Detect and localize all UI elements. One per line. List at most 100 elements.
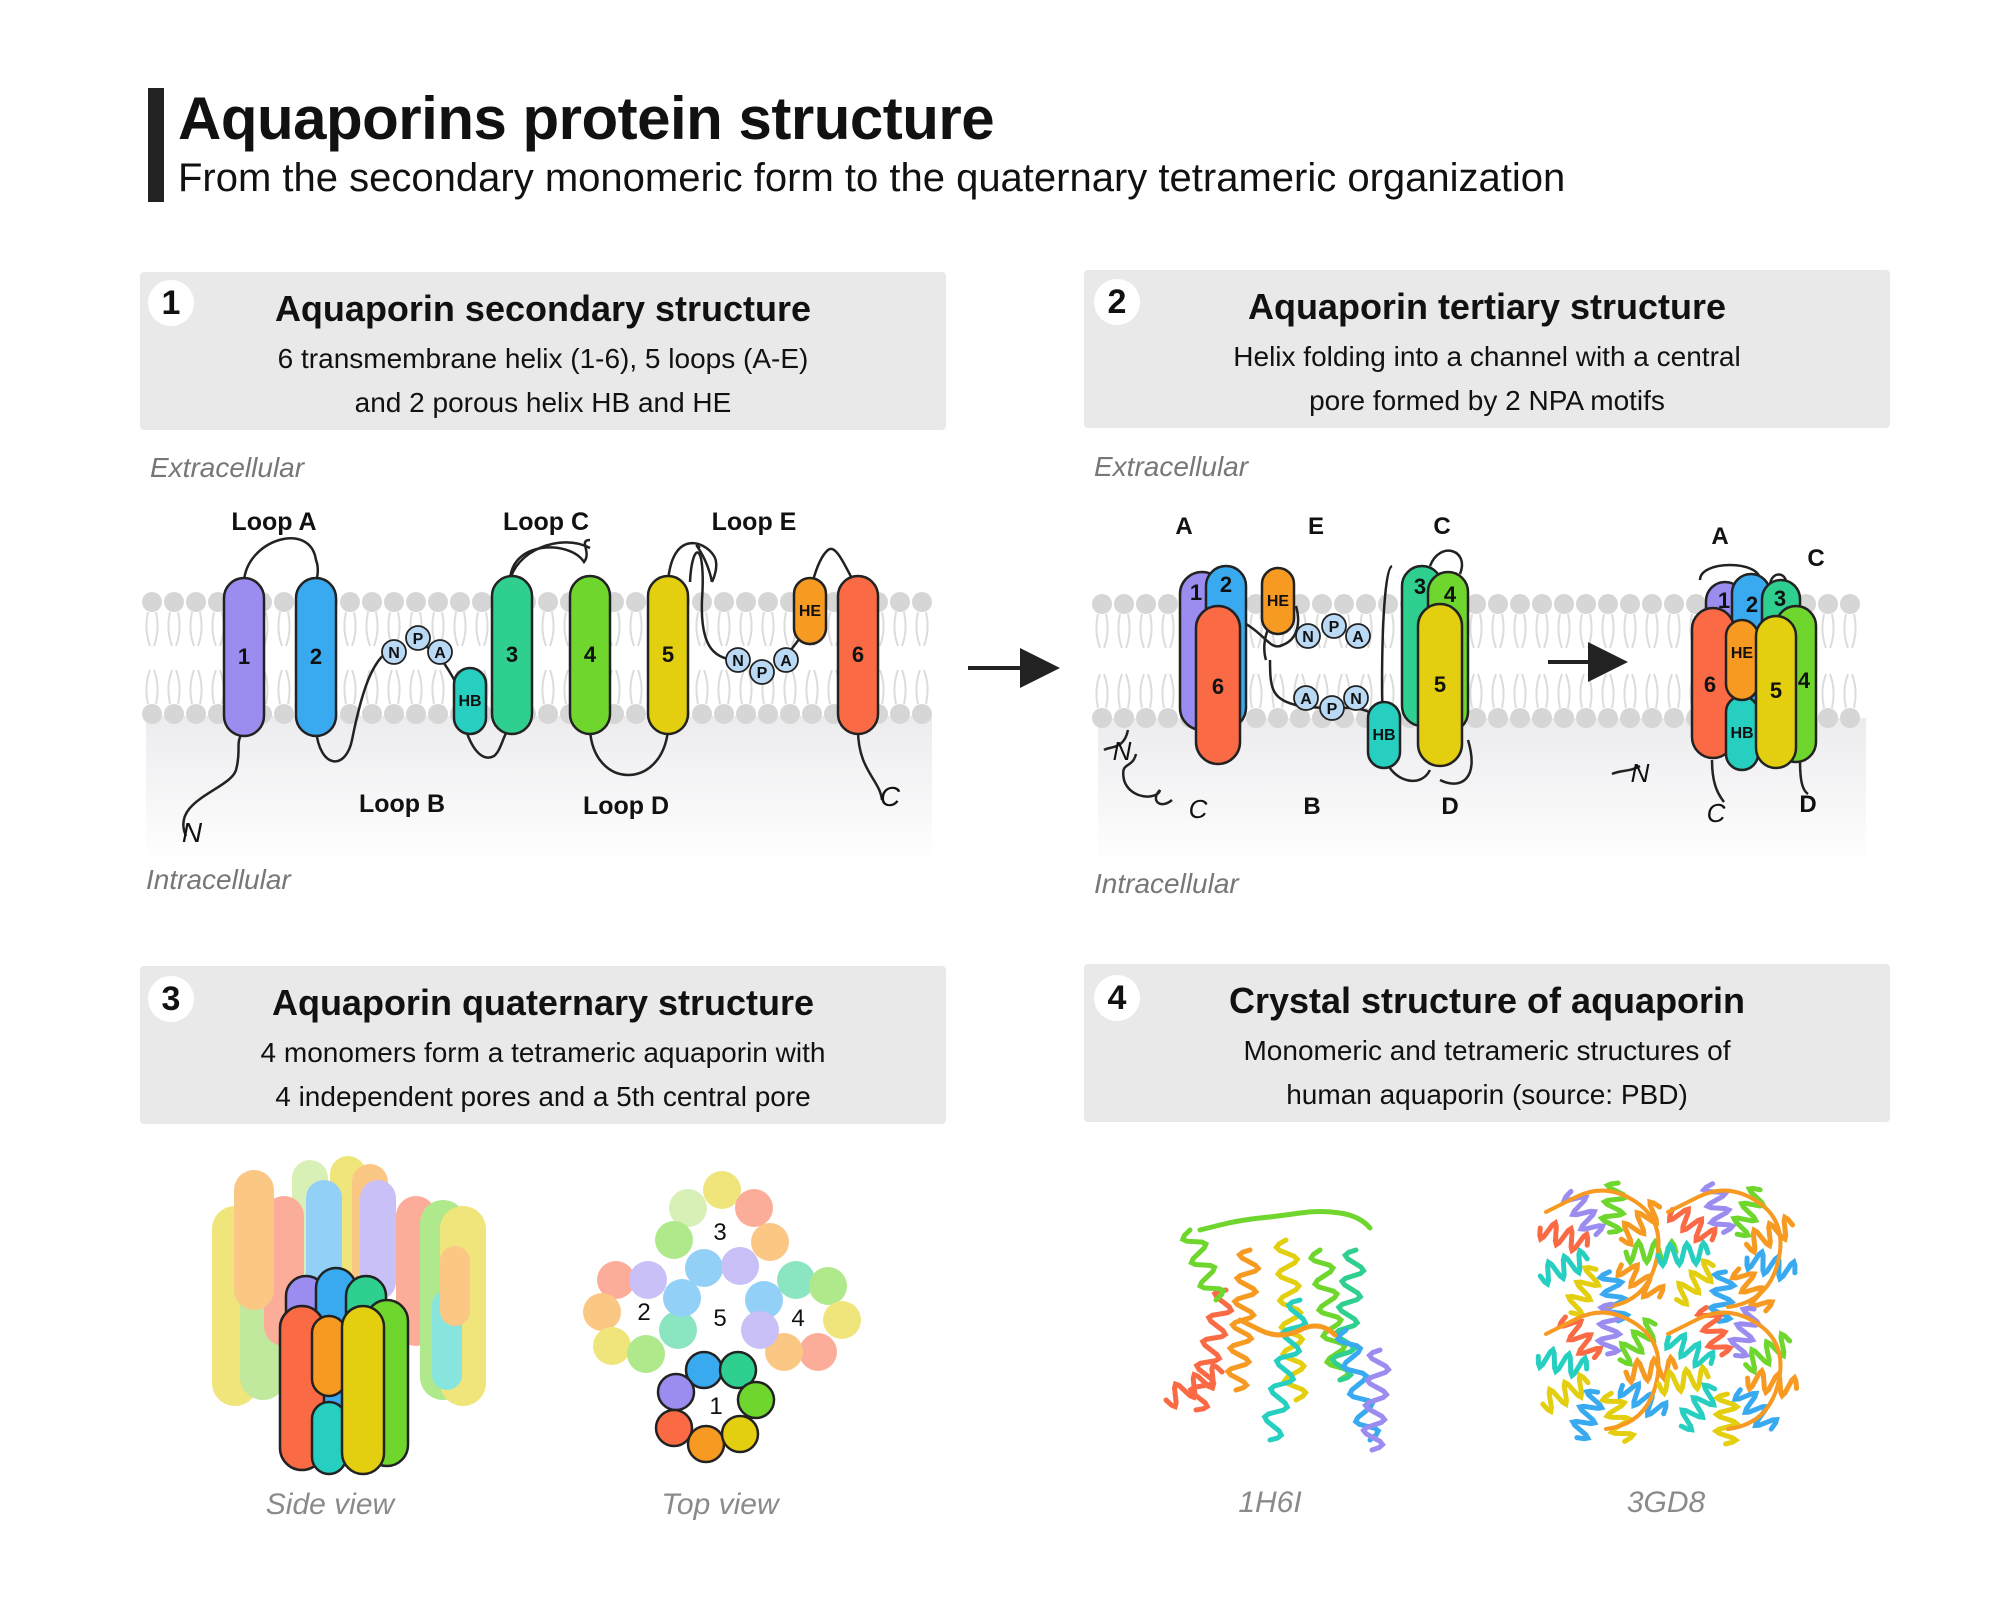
tert-npa-top-n: N: [1302, 629, 1314, 646]
tert-npa-top-p: P: [1329, 619, 1340, 636]
page-title: Aquaporins protein structure: [178, 85, 995, 152]
bundle-helix-2-label: 2: [1746, 592, 1758, 617]
helix-5: [646, 574, 690, 736]
panel-2-header: 2 Aquaporin tertiary structure Helix fol…: [1084, 270, 1890, 428]
tert-helix-5-label: 5: [1434, 672, 1446, 697]
panel-2-number: 2: [1094, 279, 1140, 325]
tert-helix-6: [1194, 604, 1242, 766]
loop-a-label: Loop A: [231, 508, 316, 536]
bundle-letter-c: C: [1807, 545, 1824, 572]
helix-4: [568, 574, 612, 736]
panel-2-title: Aquaporin tertiary structure: [1247, 286, 1727, 327]
tert-letter-d: D: [1441, 793, 1458, 820]
he-label: HE: [799, 603, 822, 620]
tert-letter-c: C: [1433, 513, 1450, 540]
extracellular-label-2: Extracellular: [1094, 451, 1249, 482]
bundle-n-term: N: [1631, 758, 1650, 788]
tert-npa-bottom-a: A: [1300, 691, 1312, 708]
tert-npa-bottom-n: N: [1350, 691, 1362, 708]
extracellular-label-1: Extracellular: [150, 452, 305, 483]
npa-1-a: A: [434, 645, 446, 662]
intracellular-label-2: Intracellular: [1094, 868, 1239, 899]
panel-4-desc-line1: Monomeric and tetrameric structures of: [1243, 1035, 1731, 1066]
npa-1-p: P: [413, 631, 424, 648]
loop-e-label: Loop E: [712, 508, 797, 536]
panel-3-desc-line2: 4 independent pores and a 5th central po…: [275, 1081, 811, 1112]
tert-npa-bottom: A P N: [1293, 685, 1369, 721]
npa-motif-1: N P A: [381, 625, 453, 665]
helix-1: [222, 576, 266, 738]
npa-2-n: N: [732, 653, 744, 670]
npa-2-a: A: [780, 653, 792, 670]
tertiary-structure-diagram: 1 2 6 3 4 5 HE HB N P A A P N A: [1103, 513, 1473, 824]
panel-4-header: 4 Crystal structure of aquaporin Monomer…: [1084, 964, 1890, 1122]
helix-4-label: 4: [584, 642, 597, 667]
helix-2: [294, 576, 338, 738]
helix-6: [836, 574, 880, 736]
folded-monomer-bundle: 1 2 3 4 5 6 HE HB A C D N C: [1611, 523, 1825, 828]
bundle-helix-5: [1754, 614, 1798, 770]
helix-3: [490, 574, 534, 736]
tert-hb-label: HB: [1372, 727, 1395, 744]
hb-label: HB: [458, 693, 481, 710]
npa-motif-2: N P A: [725, 647, 799, 685]
tert-helix-hb: [1366, 700, 1402, 770]
panel-1-header: 1 Aquaporin secondary structure 6 transm…: [140, 272, 946, 430]
npa-2-p: P: [757, 665, 768, 682]
helix-5-label: 5: [662, 642, 674, 667]
tert-helix-2-label: 2: [1220, 572, 1232, 597]
panel-4-title: Crystal structure of aquaporin: [1228, 980, 1746, 1021]
tert-he-label: HE: [1267, 593, 1290, 610]
panel-3-desc-line1: 4 monomers form a tetrameric aquaporin w…: [260, 1037, 826, 1068]
helix-3-label: 3: [506, 642, 518, 667]
tert-letter-b: B: [1303, 793, 1320, 820]
panel-4-number: 4: [1094, 975, 1140, 1021]
bundle-c-term: C: [1707, 798, 1726, 828]
tert-npa-top-a: A: [1352, 629, 1364, 646]
tert-n-term: N: [1113, 736, 1132, 766]
helix-2-label: 2: [310, 644, 322, 669]
helix-he: [792, 576, 828, 646]
loop-d-label: Loop D: [583, 792, 669, 820]
tert-helix-4-label: 4: [1444, 582, 1457, 607]
title-accent-bar: [148, 88, 164, 202]
tert-helix-3-label: 3: [1414, 574, 1426, 599]
bundle-helix-6-label: 6: [1704, 672, 1716, 697]
top-view-monomer-1: 1: [709, 1393, 722, 1420]
page-subtitle: From the secondary monomeric form to the…: [178, 156, 1566, 200]
tert-helix-5: [1416, 602, 1464, 768]
helix-hb: [452, 666, 488, 736]
quaternary-side-view: [212, 1156, 486, 1476]
quaternary-top-view: 1 2 3 4 5: [583, 1171, 861, 1464]
tert-helix-6-label: 6: [1212, 674, 1224, 699]
bundle-he-label: HE: [1731, 645, 1754, 662]
tert-npa-top: N P A: [1295, 613, 1371, 649]
panel-1-desc-line2: and 2 porous helix HB and HE: [354, 387, 732, 418]
bundle-hb-label: HB: [1730, 725, 1753, 742]
panel-2-desc-line1: Helix folding into a channel with a cent…: [1233, 341, 1741, 372]
tert-letter-e: E: [1308, 513, 1324, 540]
intracellular-label-1: Intracellular: [146, 864, 291, 895]
tert-letter-a: A: [1175, 513, 1192, 540]
panel-2-desc-line2: pore formed by 2 NPA motifs: [1309, 385, 1665, 416]
loop-b-label: Loop B: [359, 790, 445, 818]
c-terminus-label: C: [880, 781, 901, 812]
top-view-monomer-5: 5: [713, 1305, 726, 1332]
helix-1-label: 1: [238, 644, 250, 669]
bundle-helix-1-label: 1: [1718, 588, 1730, 613]
panel-3-title: Aquaporin quaternary structure: [271, 982, 815, 1023]
bundle-helix-5-label: 5: [1770, 678, 1782, 703]
crystal-monomer-caption: 1H6I: [1238, 1486, 1302, 1519]
panel-1-number: 1: [148, 280, 194, 326]
panel-3-number: 3: [148, 976, 194, 1022]
side-view-caption: Side view: [265, 1488, 395, 1521]
npa-1-n: N: [388, 645, 400, 662]
secondary-structure-diagram: 1 2 3 4 5 6 HB HE N P A N P A: [182, 508, 901, 848]
panel-1-desc-line1: 6 transmembrane helix (1-6), 5 loops (A-…: [277, 343, 809, 374]
helix-6-label: 6: [852, 642, 864, 667]
tert-c-term: C: [1189, 794, 1208, 824]
bundle-helix-4-label: 4: [1798, 668, 1811, 693]
tert-npa-bottom-p: P: [1327, 701, 1338, 718]
panel-4-desc-line2: human aquaporin (source: PBD): [1286, 1079, 1688, 1110]
